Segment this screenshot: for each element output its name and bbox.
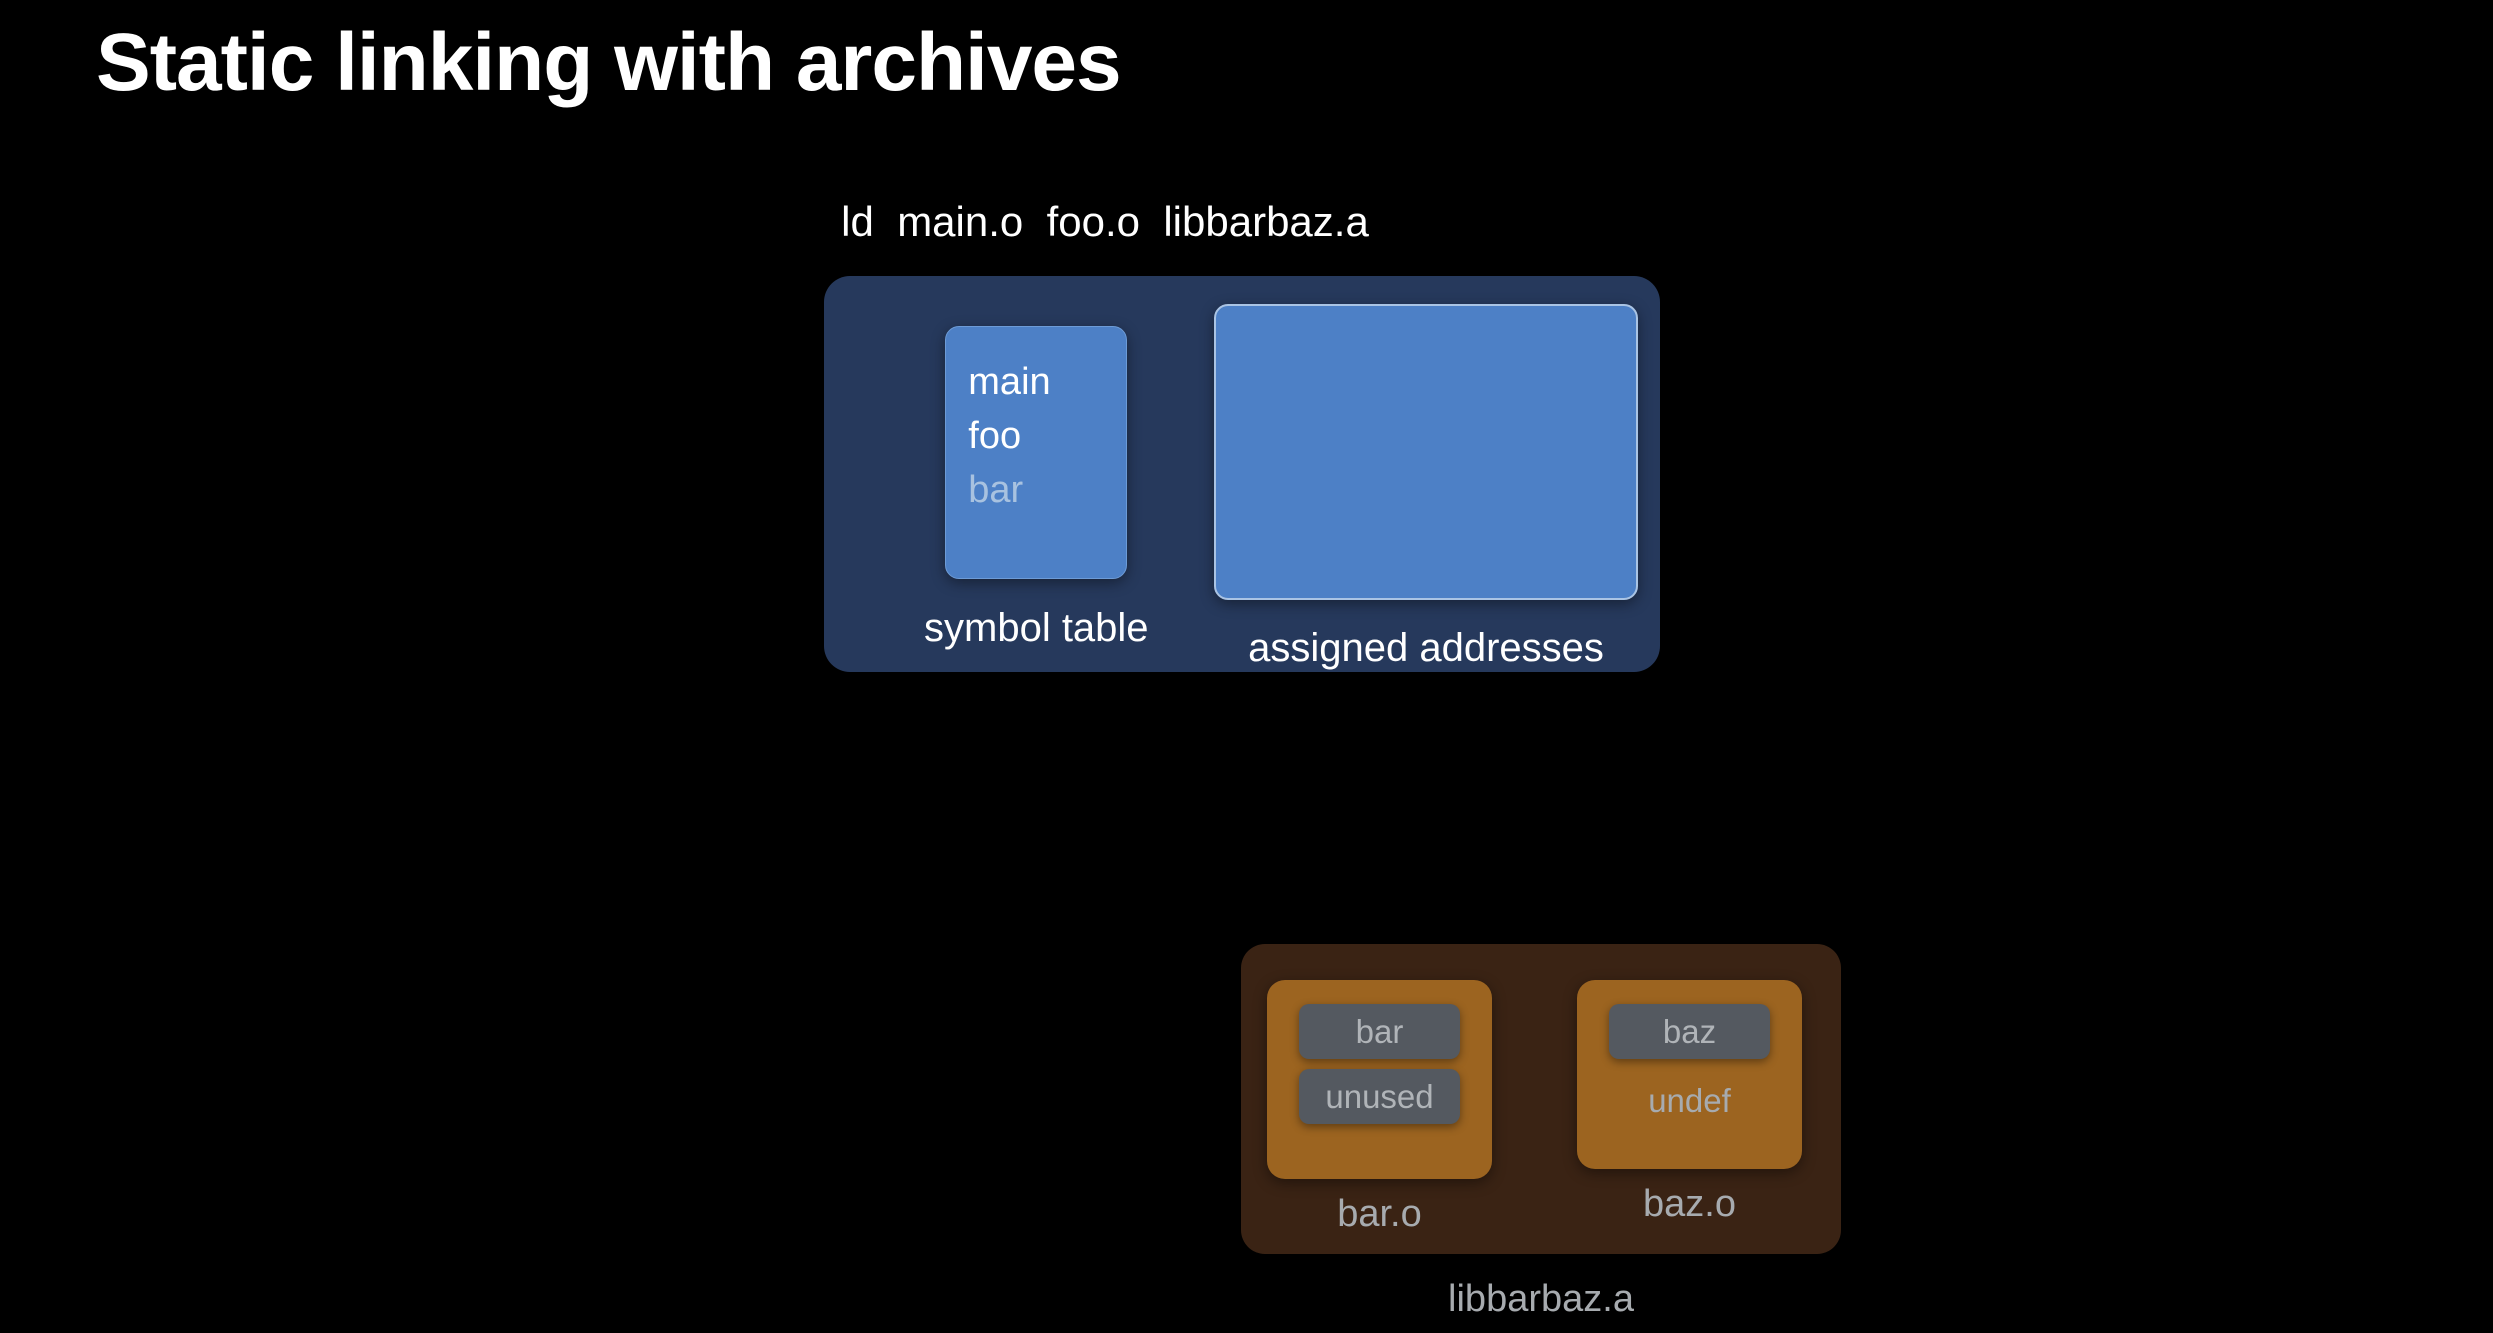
archive-symbol-baz: baz xyxy=(1609,1004,1770,1059)
linker-panel: main foo bar symbol table assigned addre… xyxy=(824,276,1660,672)
symbol-table-group: main foo bar symbol table xyxy=(924,326,1149,651)
symbol-entry-foo: foo xyxy=(968,415,1022,457)
archive-symbol-unused: unused xyxy=(1299,1069,1460,1124)
assigned-addresses-caption: assigned addresses xyxy=(1248,626,1604,670)
object-file-bar-caption: bar.o xyxy=(1337,1193,1422,1235)
page-title: Static linking with archives xyxy=(96,17,1122,108)
assigned-addresses-group: assigned addresses xyxy=(1214,304,1638,671)
linker-command-line: ld main.o foo.o libbarbaz.a xyxy=(841,198,1369,245)
object-box-baz: baz undef xyxy=(1577,980,1802,1169)
assigned-addresses-box[interactable] xyxy=(1214,304,1638,600)
symbol-table-caption: symbol table xyxy=(924,606,1149,650)
object-box-bar: bar unused xyxy=(1267,980,1492,1179)
archive-symbol-bar: bar xyxy=(1299,1004,1460,1059)
symbol-entry-bar: bar xyxy=(968,469,1024,511)
archive-panel: bar unused bar.o baz undef baz.o xyxy=(1241,944,1841,1254)
object-file-bar[interactable]: bar unused bar.o xyxy=(1267,980,1492,1236)
object-file-baz-caption: baz.o xyxy=(1643,1183,1736,1225)
object-file-baz[interactable]: baz undef baz.o xyxy=(1577,980,1802,1226)
symbol-table-box[interactable]: main foo bar xyxy=(945,326,1128,579)
archive-caption: libbarbaz.a xyxy=(1448,1278,1634,1320)
symbol-entry-main: main xyxy=(968,361,1051,403)
archive-symbol-undef: undef xyxy=(1648,1082,1731,1119)
